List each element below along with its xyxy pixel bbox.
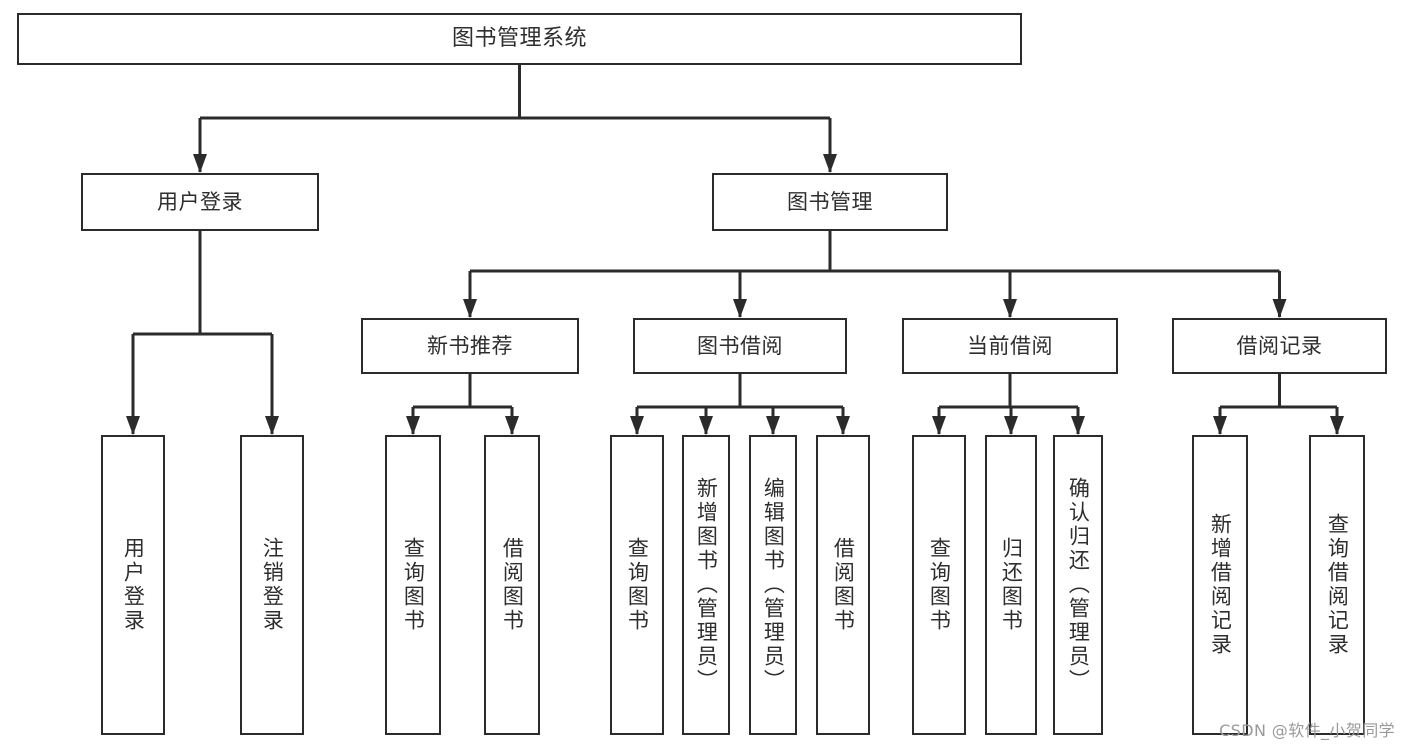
node-label-leaf-confirm-return: 确认归还（管理员） [1066, 477, 1091, 693]
node-label-borrow-record: 借阅记录 [1236, 333, 1323, 358]
arrowhead-leaf-add-record [1213, 416, 1227, 435]
node-label-leaf-query-book-3: 查询图书 [927, 537, 952, 633]
node-leaf-borrow-book-1[interactable]: 借阅图书 [484, 435, 540, 735]
node-label-leaf-borrow-book-1: 借阅图书 [500, 537, 525, 633]
node-leaf-query-record[interactable]: 查询借阅记录 [1309, 435, 1365, 735]
node-leaf-add-record[interactable]: 新增借阅记录 [1192, 435, 1248, 735]
node-label-leaf-add-record: 新增借阅记录 [1208, 513, 1233, 657]
node-leaf-query-book-2[interactable]: 查询图书 [610, 435, 664, 735]
node-label-book-borrow: 图书借阅 [697, 333, 783, 358]
arrowhead-leaf-query-book-2 [630, 416, 644, 435]
node-label-current-borrow: 当前借阅 [967, 333, 1053, 358]
arrowhead-leaf-query-record [1330, 416, 1344, 435]
arrowhead-borrow-record [1272, 299, 1287, 318]
node-label-leaf-add-book: 新增图书（管理员） [694, 477, 719, 693]
node-label-root: 图书管理系统 [451, 26, 587, 52]
node-label-user-login: 用户登录 [157, 189, 243, 214]
node-label-leaf-return-book: 归还图书 [999, 537, 1024, 633]
node-book-manage[interactable]: 图书管理 [712, 173, 948, 231]
arrowhead-new-book-rec [463, 299, 477, 318]
node-label-leaf-query-record: 查询借阅记录 [1325, 513, 1350, 657]
node-new-book-rec[interactable]: 新书推荐 [361, 318, 579, 374]
node-leaf-query-book-3[interactable]: 查询图书 [912, 435, 966, 735]
node-user-login[interactable]: 用户登录 [81, 173, 319, 231]
node-label-new-book-rec: 新书推荐 [427, 333, 513, 358]
node-book-borrow[interactable]: 图书借阅 [633, 318, 847, 374]
arrowhead-book-manage [823, 154, 837, 173]
node-label-leaf-user-login: 用户登录 [121, 537, 146, 633]
node-leaf-user-logout[interactable]: 注销登录 [240, 435, 304, 735]
node-leaf-borrow-book-2[interactable]: 借阅图书 [816, 435, 870, 735]
arrowhead-leaf-return-book [1004, 416, 1018, 435]
arrowhead-leaf-edit-book [766, 416, 780, 435]
node-root[interactable]: 图书管理系统 [17, 13, 1022, 65]
arrowhead-leaf-user-login [126, 416, 140, 435]
node-leaf-confirm-return[interactable]: 确认归还（管理员） [1053, 435, 1103, 735]
node-leaf-return-book[interactable]: 归还图书 [985, 435, 1037, 735]
arrowhead-book-borrow [733, 299, 747, 318]
arrowhead-current-borrow [1003, 299, 1017, 318]
node-label-leaf-user-logout: 注销登录 [260, 537, 285, 633]
node-label-leaf-edit-book: 编辑图书（管理员） [761, 477, 786, 693]
node-leaf-user-login[interactable]: 用户登录 [101, 435, 165, 735]
arrowhead-leaf-query-book-1 [406, 416, 420, 435]
arrowhead-leaf-borrow-book-1 [505, 416, 519, 435]
arrowhead-leaf-user-logout [265, 416, 279, 435]
arrowhead-leaf-add-book [699, 416, 713, 435]
arrowhead-leaf-borrow-book-2 [836, 416, 850, 435]
watermark-text: CSDN @软件_小贺同学 [1219, 721, 1395, 740]
node-label-leaf-borrow-book-2: 借阅图书 [831, 537, 856, 633]
arrowhead-leaf-query-book-3 [932, 416, 946, 435]
node-current-borrow[interactable]: 当前借阅 [902, 318, 1118, 374]
node-leaf-query-book-1[interactable]: 查询图书 [385, 435, 441, 735]
node-leaf-edit-book[interactable]: 编辑图书（管理员） [749, 435, 797, 735]
arrowhead-leaf-confirm-return [1071, 416, 1085, 435]
node-label-leaf-query-book-1: 查询图书 [401, 537, 426, 633]
node-leaf-add-book[interactable]: 新增图书（管理员） [682, 435, 730, 735]
node-borrow-record[interactable]: 借阅记录 [1172, 318, 1387, 374]
node-label-book-manage: 图书管理 [787, 189, 873, 214]
arrowhead-user-login [193, 154, 207, 173]
node-label-leaf-query-book-2: 查询图书 [625, 537, 650, 633]
